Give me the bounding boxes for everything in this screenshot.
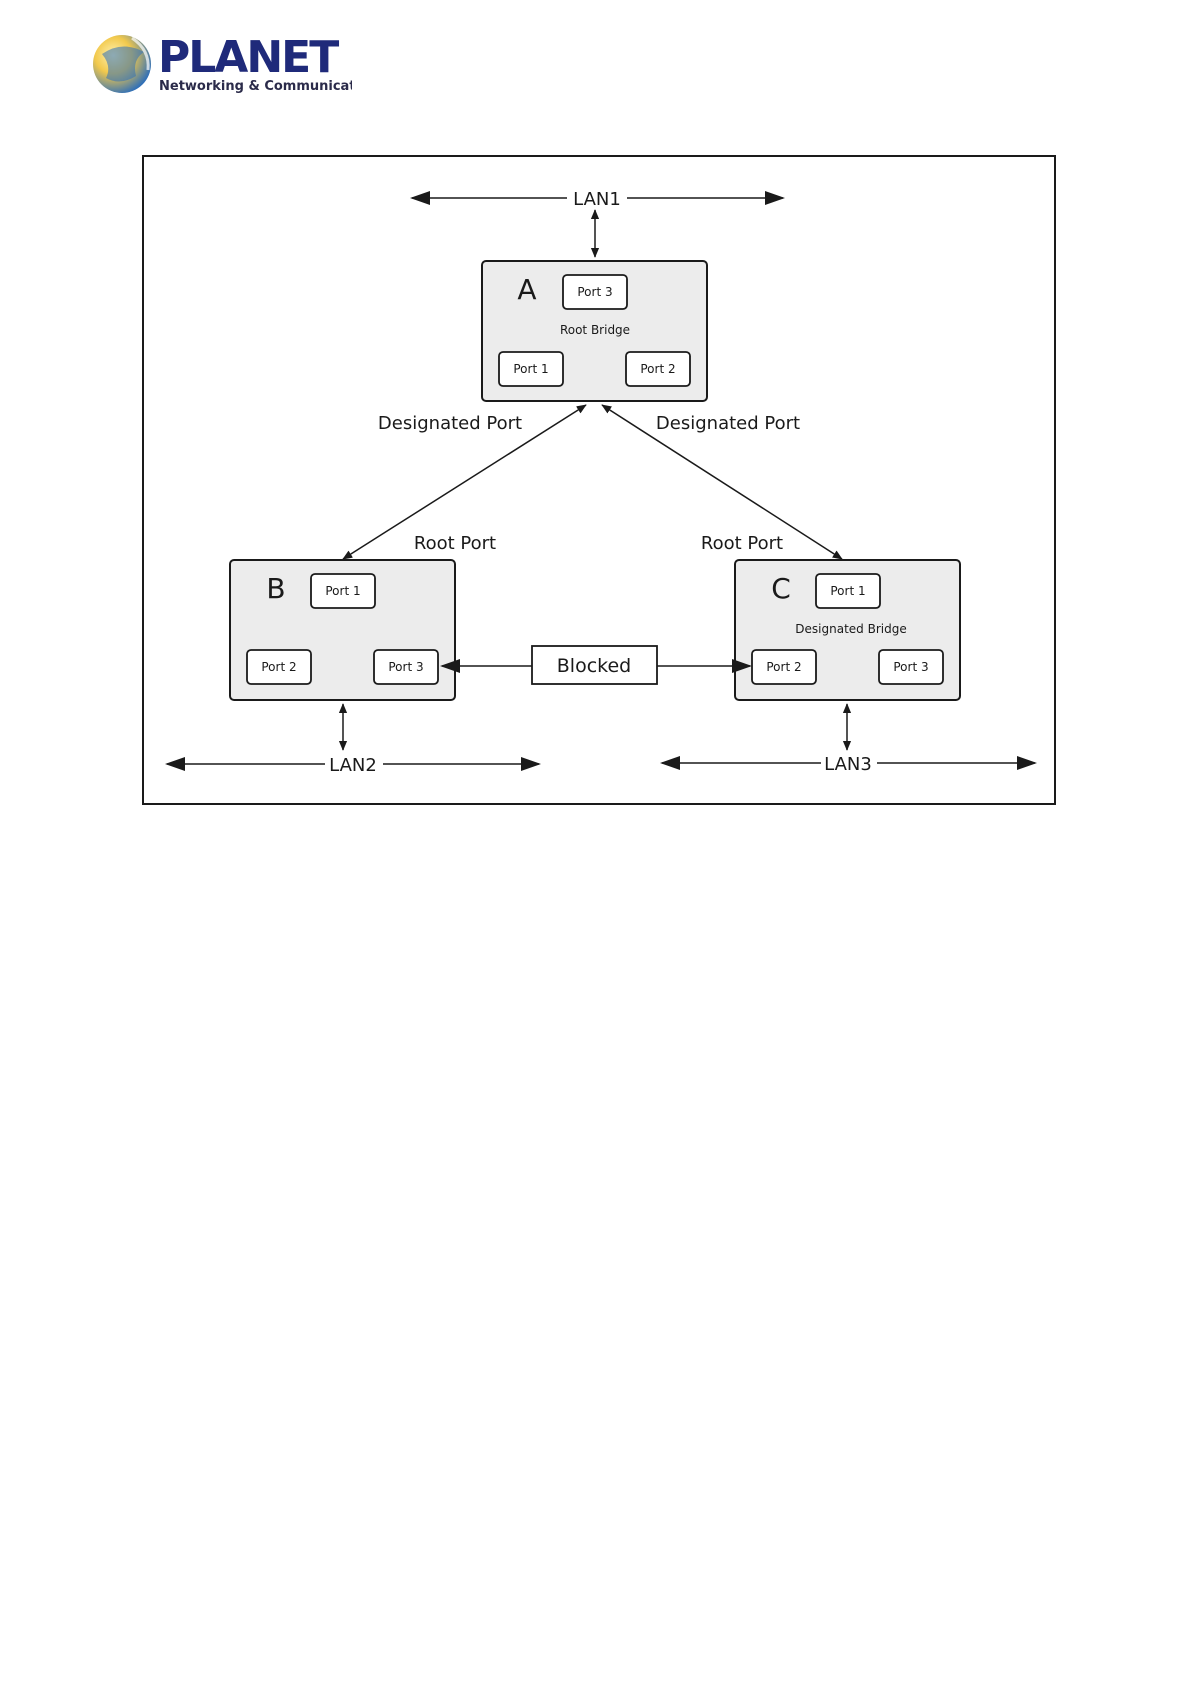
lan2-label: LAN2	[329, 755, 377, 776]
bridge-a-port-3: Port 3	[563, 275, 627, 309]
bridge-b: B Port 1 Port 2 Port 3	[230, 560, 455, 700]
bridge-b-port-3: Port 3	[374, 650, 438, 684]
bridge-b-port-2: Port 2	[247, 650, 311, 684]
bridge-c-port-3: Port 3	[879, 650, 943, 684]
bridge-a-port-1: Port 1	[499, 352, 563, 386]
bridge-a-port-3-label: Port 3	[577, 285, 612, 299]
bridge-a: A Port 3 Root Bridge Port 1 Port 2	[482, 261, 707, 401]
designated-port-right-label: Designated Port	[656, 413, 800, 434]
bridge-b-port-3-label: Port 3	[388, 660, 423, 674]
diagram-frame	[143, 156, 1055, 804]
bridge-a-port-1-label: Port 1	[513, 362, 548, 376]
lan3-label: LAN3	[824, 754, 872, 775]
bridge-c-role: Designated Bridge	[795, 622, 906, 636]
bridge-b-port-2-label: Port 2	[261, 660, 296, 674]
bridge-a-letter: A	[517, 273, 536, 306]
bridge-b-letter: B	[266, 572, 285, 605]
bridge-c-port-2: Port 2	[752, 650, 816, 684]
bridge-a-port-2: Port 2	[626, 352, 690, 386]
designated-port-left-label: Designated Port	[378, 413, 522, 434]
bridge-c-port-3-label: Port 3	[893, 660, 928, 674]
blocked-label: Blocked	[557, 655, 631, 677]
lan1-label: LAN1	[573, 189, 621, 210]
bridge-c-port-1: Port 1	[816, 574, 880, 608]
bridge-a-port-2-label: Port 2	[640, 362, 675, 376]
root-port-left-label: Root Port	[414, 533, 496, 554]
root-port-right-label: Root Port	[701, 533, 783, 554]
bridge-c: C Port 1 Designated Bridge Port 2 Port 3	[735, 560, 960, 700]
bridge-b-port-1: Port 1	[311, 574, 375, 608]
bridge-b-port-1-label: Port 1	[325, 584, 360, 598]
bridge-c-letter: C	[771, 572, 791, 605]
bridge-c-port-2-label: Port 2	[766, 660, 801, 674]
bridge-a-role: Root Bridge	[560, 323, 630, 337]
bridge-c-port-1-label: Port 1	[830, 584, 865, 598]
